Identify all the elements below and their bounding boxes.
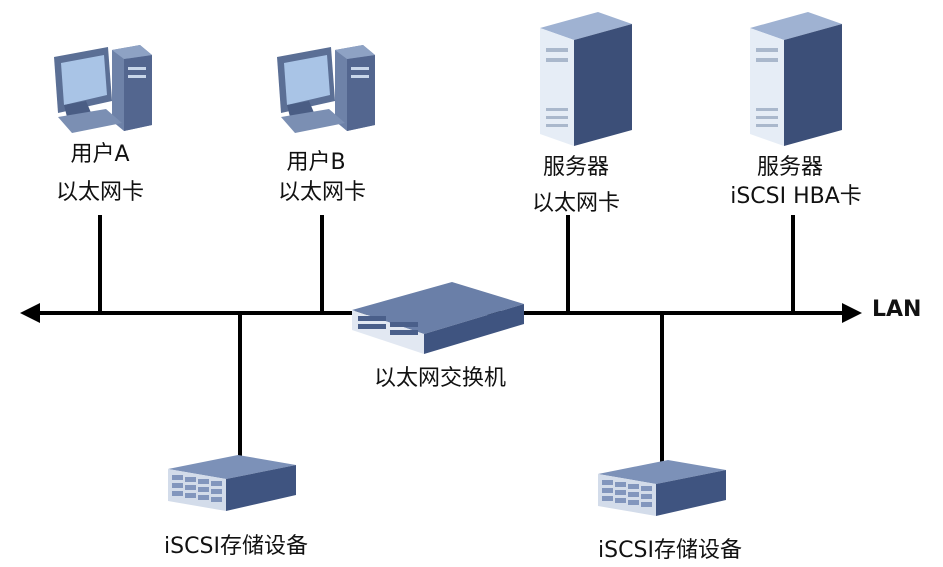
user-b-nic: 以太网卡 — [277, 180, 367, 205]
storage-icon-2 — [598, 460, 726, 516]
pc-icon-user-a — [54, 45, 152, 133]
user-b-name: 用户B — [286, 150, 346, 175]
server-icon-eth — [540, 12, 632, 146]
user-a-name: 用户A — [70, 142, 130, 167]
server-icon-hba — [750, 12, 842, 146]
lan-arrow-left — [20, 303, 40, 323]
user-a-nic: 以太网卡 — [55, 180, 145, 205]
lan-arrow-right — [842, 303, 862, 323]
lan-label: LAN — [872, 297, 922, 322]
server-eth-nic: 以太网卡 — [531, 191, 621, 216]
storage-2-label: iSCSI存储设备 — [598, 538, 742, 563]
server-eth-name: 服务器 — [542, 155, 610, 180]
storage-1-label: iSCSI存储设备 — [164, 534, 308, 559]
switch-label: 以太网交换机 — [373, 366, 507, 391]
server-hba-name: 服务器 — [756, 155, 824, 180]
ethernet-switch-icon — [352, 282, 524, 354]
storage-icon-1 — [168, 455, 296, 511]
pc-icon-user-b — [277, 45, 375, 133]
server-hba-card: iSCSI HBA卡 — [730, 184, 862, 209]
